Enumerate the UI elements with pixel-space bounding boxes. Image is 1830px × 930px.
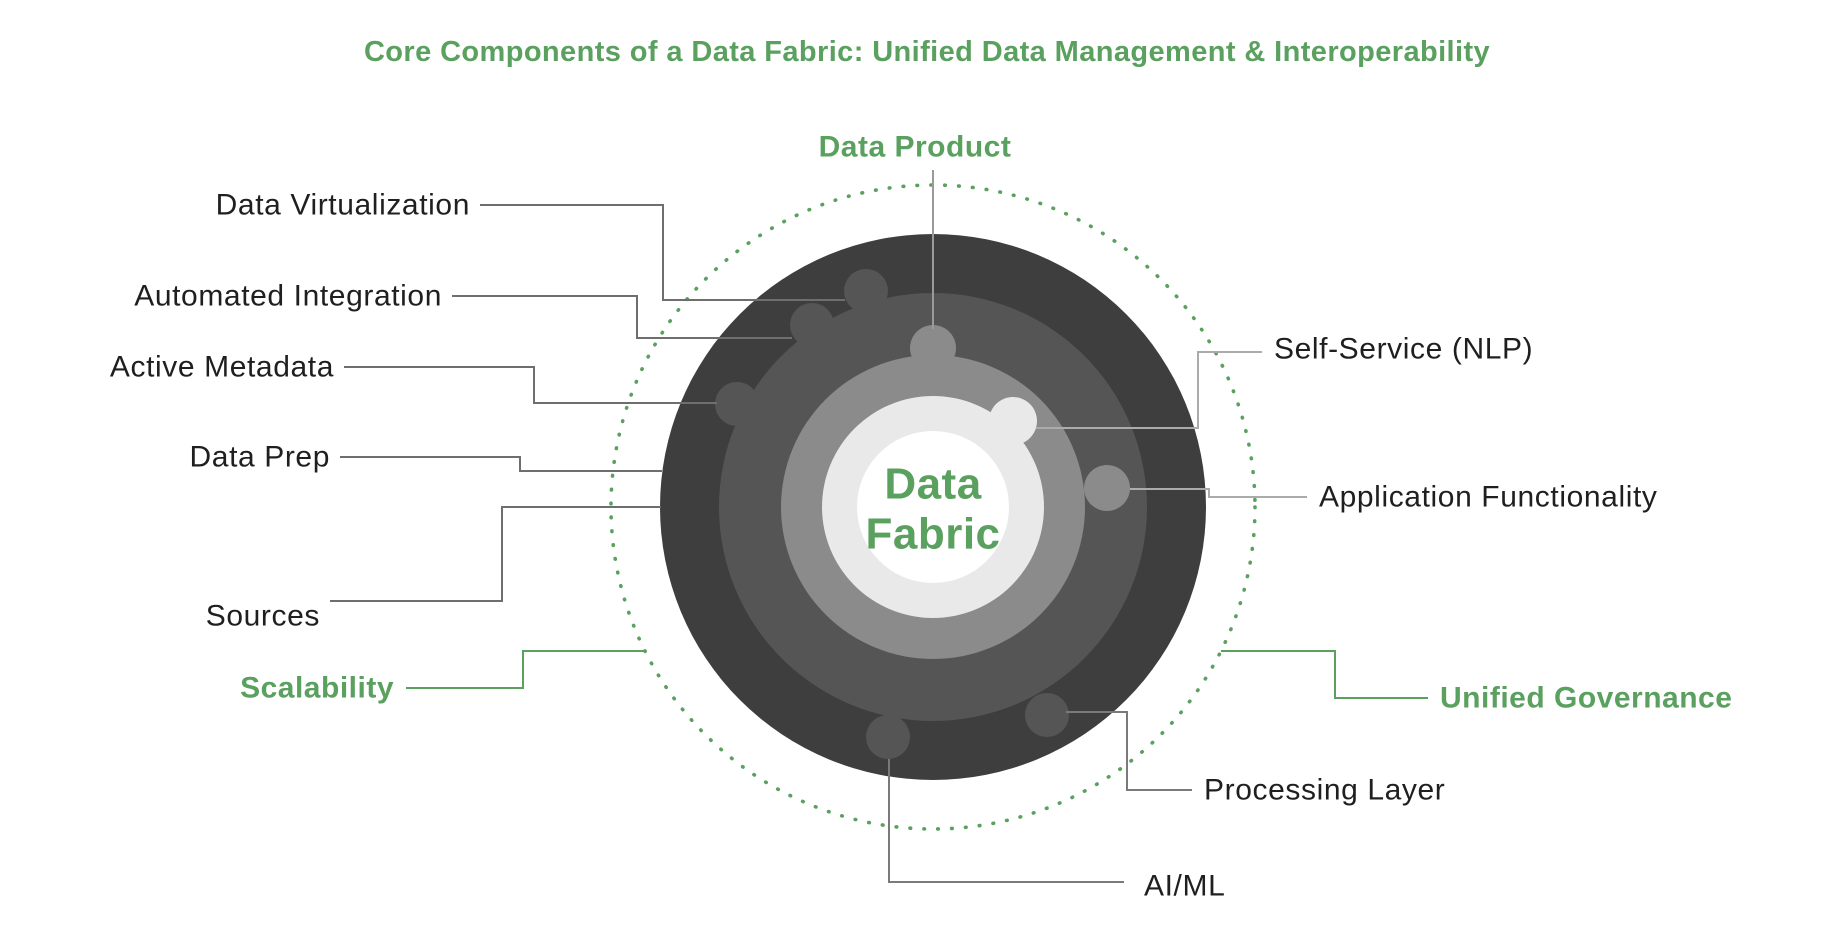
connector-processing-layer	[1066, 711, 1192, 791]
label-data-product: Data Product	[819, 131, 1012, 164]
connector-self-service	[1036, 351, 1262, 429]
label-active-metadata: Active Metadata	[110, 351, 334, 384]
ring-mid-bump-processing	[1025, 693, 1069, 737]
connector-scalability	[406, 650, 644, 689]
label-application-functionality: Application Functionality	[1319, 481, 1658, 514]
core-circle	[857, 431, 1009, 583]
label-ai-ml: AI/ML	[1144, 870, 1225, 903]
label-self-service: Self-Service (NLP)	[1274, 333, 1533, 366]
label-automated-integration: Automated Integration	[134, 280, 442, 313]
connector-application-functionality	[1130, 488, 1307, 498]
label-unified-governance: Unified Governance	[1440, 682, 1732, 715]
ring-mid-bump-aiml	[866, 715, 910, 759]
label-data-virtualization: Data Virtualization	[216, 189, 470, 222]
label-sources: Sources	[206, 600, 320, 633]
label-scalability: Scalability	[240, 672, 394, 705]
connector-data-virtualization	[480, 204, 845, 301]
connector-ai-ml	[888, 759, 1124, 883]
label-processing-layer: Processing Layer	[1204, 774, 1445, 807]
label-data-prep: Data Prep	[190, 441, 330, 474]
connector-data-prep	[340, 456, 662, 472]
connector-unified-governance	[1221, 650, 1428, 699]
center-label-line2: Fabric	[865, 510, 1000, 559]
center-label-line1: Data	[884, 460, 981, 509]
connector-automated-integration	[452, 295, 792, 339]
ring-inner-bump-appfunc	[1084, 465, 1130, 511]
connector-sources	[330, 506, 661, 602]
page-title: Core Components of a Data Fabric: Unifie…	[364, 36, 1490, 68]
connector-active-metadata	[344, 366, 717, 404]
